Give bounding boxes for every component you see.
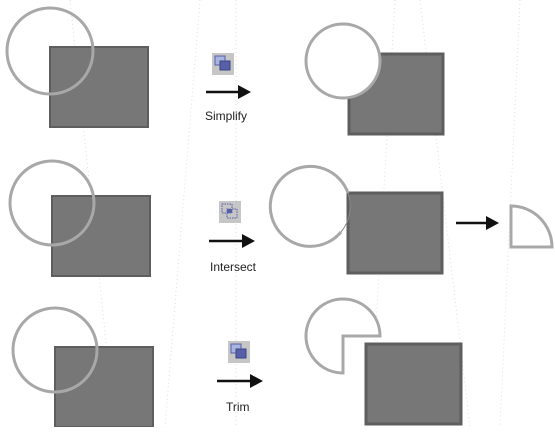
row-intersect [8,159,554,277]
trim-result-shapes [304,297,463,426]
trim-tool-icon [230,343,247,359]
intersect-result-arrow [456,216,499,230]
simplify-tool-button[interactable] [212,53,234,75]
row-simplify [5,6,445,136]
square-shape [49,46,149,128]
circle-arc-outline [268,164,350,248]
simplify-arrow [206,85,251,99]
intersect-tool-icon [221,203,238,219]
trimmed-circle-shape [304,297,382,375]
circle-shape [304,22,382,100]
circle-outline [11,306,99,394]
circle-outline [5,6,95,96]
square-shape [54,346,154,428]
simplify-before-shapes [5,6,149,128]
intersect-label: Intersect [210,260,257,274]
simplify-tool-icon [214,55,231,71]
square-shape [364,342,463,426]
trim-arrow [217,374,263,388]
trim-label: Trim [226,400,250,414]
intersect-before-shapes [8,159,151,277]
quarter-circle-shape [509,204,554,249]
intersect-tool-button[interactable] [219,201,241,223]
intersect-arrow [209,234,255,248]
circle-inner-arc [340,192,351,233]
intersect-overlap-shapes [268,164,444,275]
trim-before-shapes [11,306,154,428]
simplify-result-shapes [304,22,445,136]
square-shape [51,195,151,277]
trim-tool-button[interactable] [228,341,250,363]
simplify-label: Simplify [205,109,248,123]
square-shape [346,191,444,275]
circle-outline [8,159,96,247]
row-trim [11,297,463,428]
intersect-result-shape [509,204,554,249]
